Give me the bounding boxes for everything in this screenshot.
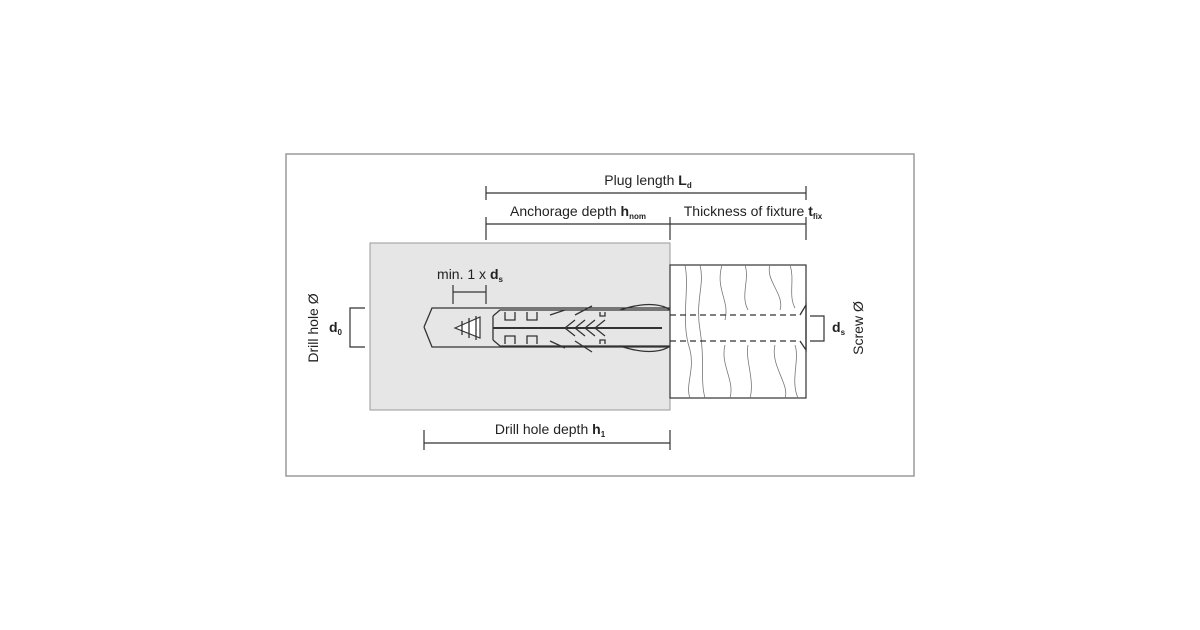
anchorage-depth-label: Anchorage depth hnom <box>510 203 646 221</box>
plug-length-label: Plug length Ld <box>604 172 692 190</box>
min-spacing-label: min. 1 x ds <box>437 266 503 284</box>
d0-symbol: d0 <box>329 319 343 337</box>
screw-diameter-dimension: ds Screw Ø <box>810 301 866 355</box>
screw <box>453 302 807 353</box>
thickness-of-fixture-label: Thickness of fixture tfix <box>684 203 823 221</box>
drill-hole-depth-label: Drill hole depth h1 <box>495 421 606 439</box>
drill-hole-depth-dimension: Drill hole depth h1 <box>423 421 671 450</box>
drill-hole-diameter-dimension: d0 Drill hole Ø <box>305 293 365 363</box>
wall-plug <box>492 303 671 353</box>
drill-hole-diameter-label: Drill hole Ø <box>305 293 321 362</box>
wood-fixture <box>669 264 807 399</box>
min-spacing-dimension: min. 1 x ds <box>437 266 504 304</box>
plug-length-dimension: Plug length Ld <box>485 172 807 200</box>
ds-symbol: ds <box>832 319 846 337</box>
concrete-base <box>369 242 671 411</box>
drill-hole <box>423 307 670 348</box>
screw-diameter-label: Screw Ø <box>850 301 866 355</box>
anchorage-thickness-dimension: Anchorage depth hnom Thickness of fixtur… <box>485 203 823 240</box>
